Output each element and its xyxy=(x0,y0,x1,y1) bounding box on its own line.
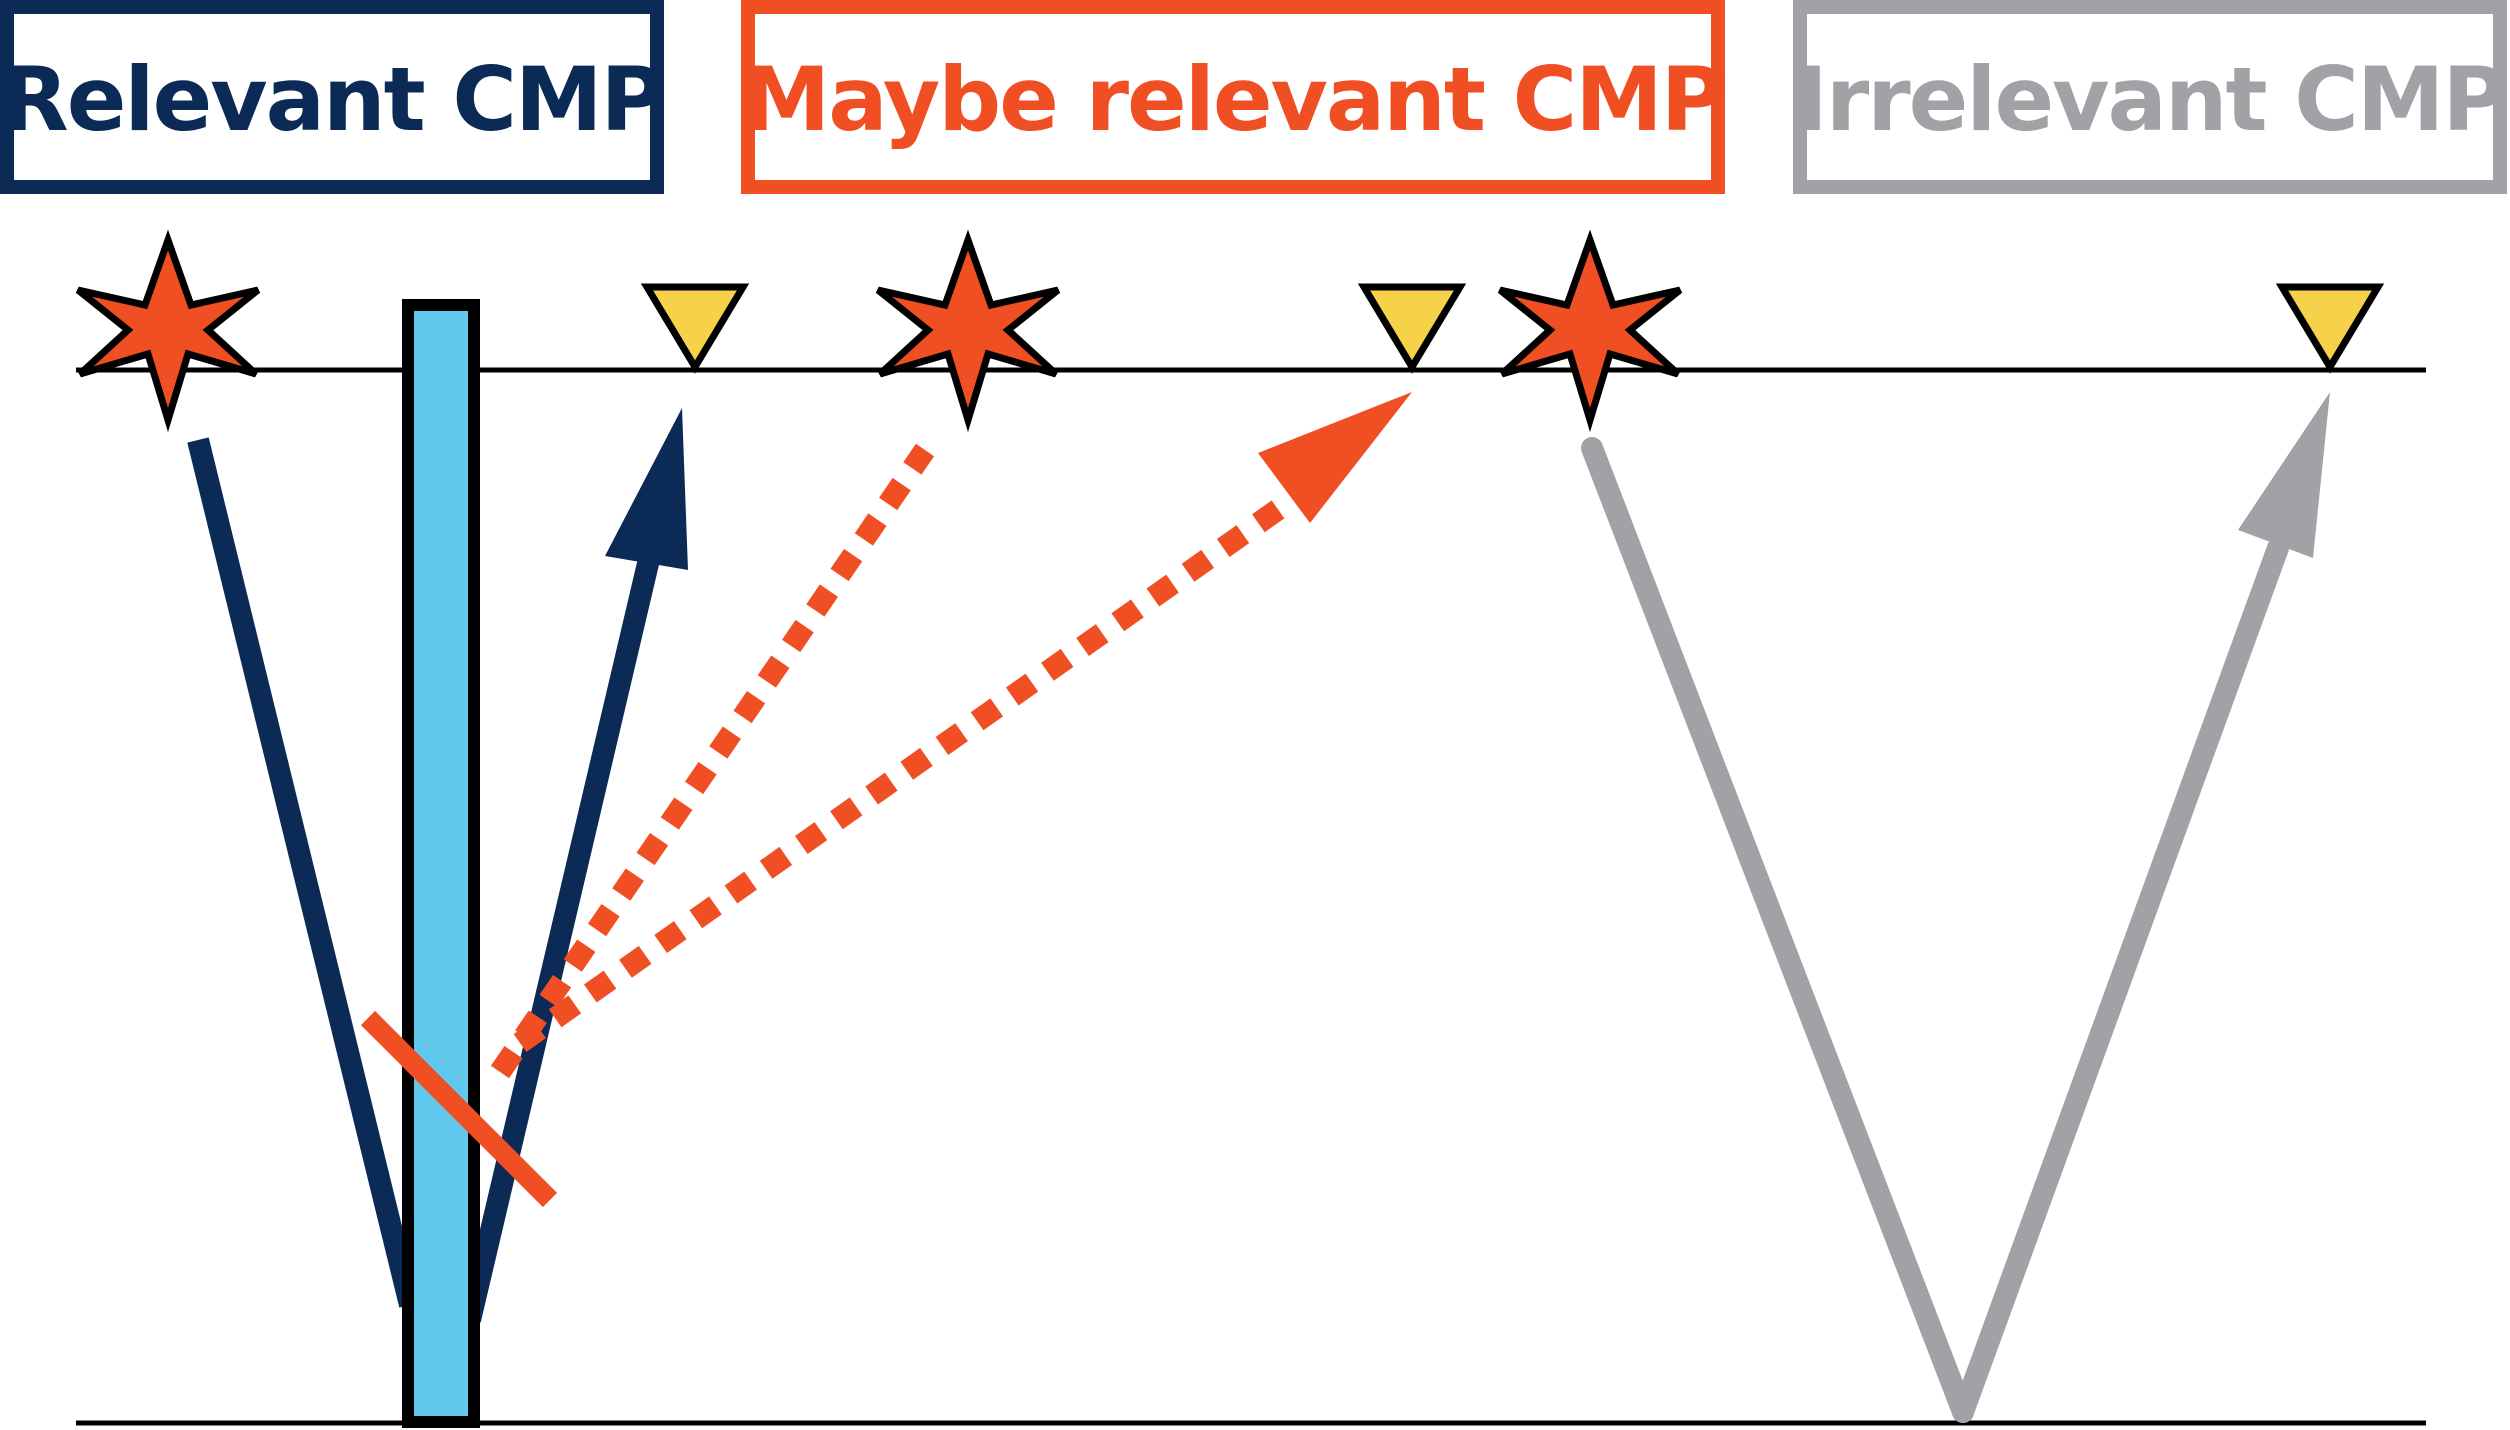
source-star-icon-3 xyxy=(1500,240,1680,420)
legend-maybe: Maybe relevant CMP xyxy=(741,0,1725,194)
source-star-icon-2 xyxy=(878,240,1058,420)
receiver-triangle-icon-3 xyxy=(2282,287,2378,367)
relevant-reflected-ray xyxy=(459,552,661,1323)
maybe-ray-to-receiver xyxy=(513,499,1287,1052)
receiver-triangle-icon-2 xyxy=(1364,287,1460,367)
dipping-reflector-segment xyxy=(360,1010,558,1208)
well-column xyxy=(402,299,480,1428)
irrelevant-incident-ray xyxy=(1581,437,1974,1423)
legend-maybe-label: Maybe relevant CMP xyxy=(743,48,1724,151)
relevant-incident-ray xyxy=(187,437,421,1308)
legend-relevant: Relevant CMP xyxy=(0,0,665,194)
irrelevant-arrowhead xyxy=(2238,392,2330,558)
legend-relevant-label: Relevant CMP xyxy=(1,48,663,151)
relevant-arrowhead xyxy=(605,408,688,570)
maybe-ray-to-source xyxy=(490,443,935,1079)
source-star-icon-1 xyxy=(78,240,258,420)
legend-irrelevant-label: Irrelevant CMP xyxy=(1795,48,2505,151)
irrelevant-reflected-ray xyxy=(1952,537,2289,1423)
receiver-triangle-icon-1 xyxy=(647,287,743,367)
maybe-arrowhead xyxy=(1258,392,1412,523)
legend-irrelevant: Irrelevant CMP xyxy=(1793,0,2507,194)
